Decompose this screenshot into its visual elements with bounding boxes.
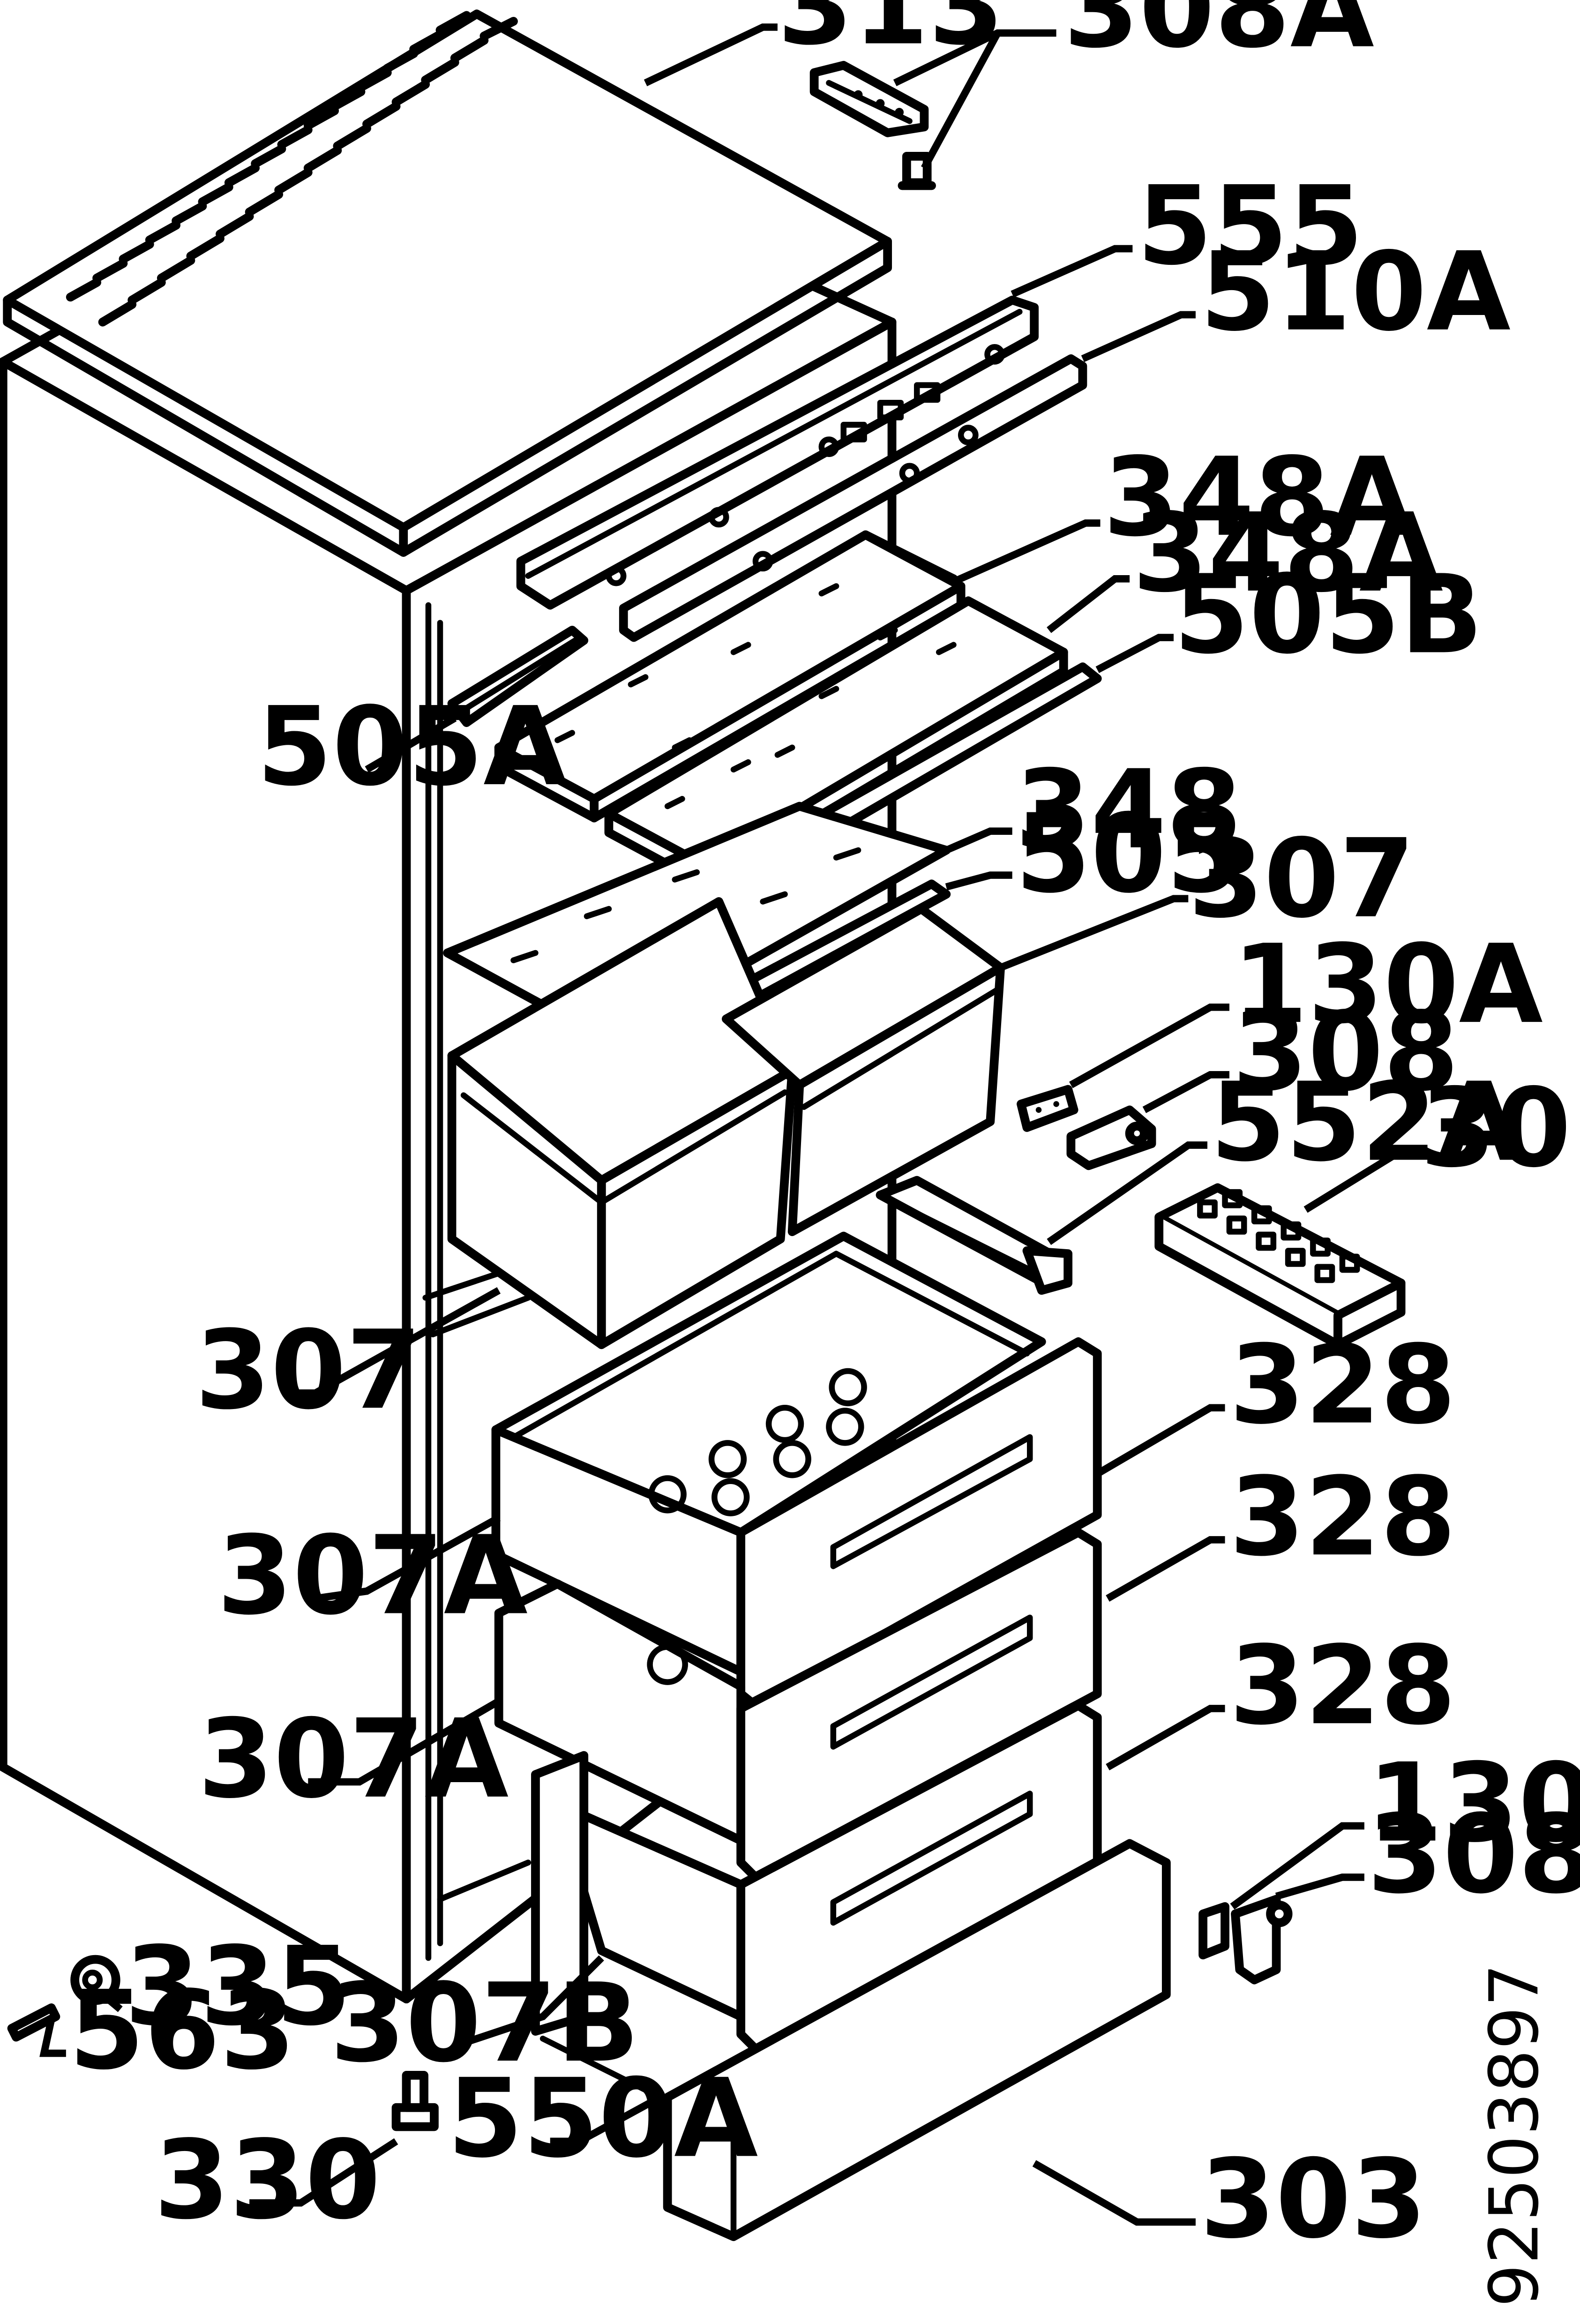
top-cover-313 <box>3 9 892 557</box>
label-328-top: 328 <box>1229 1322 1456 1448</box>
label-555: 555 <box>1137 163 1363 289</box>
plinth-550A <box>531 1751 663 2100</box>
label-307-right: 307 <box>1188 816 1415 942</box>
drawer-front-328-middle <box>736 1528 1102 1882</box>
label-308: 308 <box>1232 989 1459 1115</box>
screw-foot-330 <box>391 2071 439 2131</box>
label-550A: 550A <box>448 2055 758 2182</box>
label-313: 313 <box>778 0 1004 69</box>
kick-plate-303 <box>663 1839 1171 2242</box>
bracket-130B <box>1198 1902 1229 1960</box>
label-328-middle: 328 <box>1229 1454 1456 1580</box>
label-330: 330 <box>154 2117 381 2243</box>
part-labels: 313 308A 555 510A 348A 348A 505B 505A 34… <box>69 0 1580 2263</box>
catalog-number: 92503897 <box>1475 1964 1553 2307</box>
label-307A-middle: 307A <box>198 1696 509 1822</box>
label-563: 563 <box>69 1967 295 2094</box>
light-cover-510A <box>619 354 1087 642</box>
hinge-308B <box>1231 1895 1293 1985</box>
crisper-box-307-left <box>447 897 797 1349</box>
label-505A: 505A <box>257 683 568 810</box>
shelf-guide-505A <box>447 625 589 727</box>
label-510A: 510A <box>1200 229 1511 355</box>
label-130A: 130A <box>1232 921 1543 1048</box>
label-505: 505 <box>1015 791 1242 917</box>
label-348: 348 <box>1015 747 1242 873</box>
label-308A: 308A <box>1063 0 1374 72</box>
ice-cube-tray-301 <box>1154 1183 1406 1349</box>
top-hinge-308A <box>809 60 936 190</box>
label-335: 335 <box>125 1923 351 2050</box>
label-307A-top: 307A <box>217 1512 528 1639</box>
hinge-308 <box>1066 1105 1156 1170</box>
control-panel-555 <box>516 295 1039 610</box>
label-301: 301 <box>1420 1065 1580 1192</box>
ice-tray-cells <box>1197 1189 1360 1283</box>
label-307-left: 307 <box>195 1307 421 1433</box>
drawer-slide-552A <box>876 1176 1073 1295</box>
crisper-box-307-right <box>721 904 1005 1237</box>
label-328-bottom: 328 <box>1229 1622 1456 1749</box>
label-505B: 505B <box>1174 551 1483 678</box>
pin-563 <box>7 2003 60 2042</box>
leader-lines <box>39 23 1416 2226</box>
bracket-130A <box>1017 1085 1078 1132</box>
label-307B: 307B <box>330 1960 639 2086</box>
label-308B: 308B <box>1367 1791 1580 1918</box>
label-130B: 130B <box>1367 1740 1580 1867</box>
label-552A: 552A <box>1210 1059 1521 1185</box>
label-348A-lower: 348A <box>1132 490 1443 616</box>
label-348A-upper: 348A <box>1103 434 1414 561</box>
lid-vent-slots <box>66 11 518 327</box>
label-303: 303 <box>1200 2136 1426 2263</box>
foot-335 <box>70 1955 120 2005</box>
freezer-drawer-top-307A <box>491 1231 1046 1677</box>
